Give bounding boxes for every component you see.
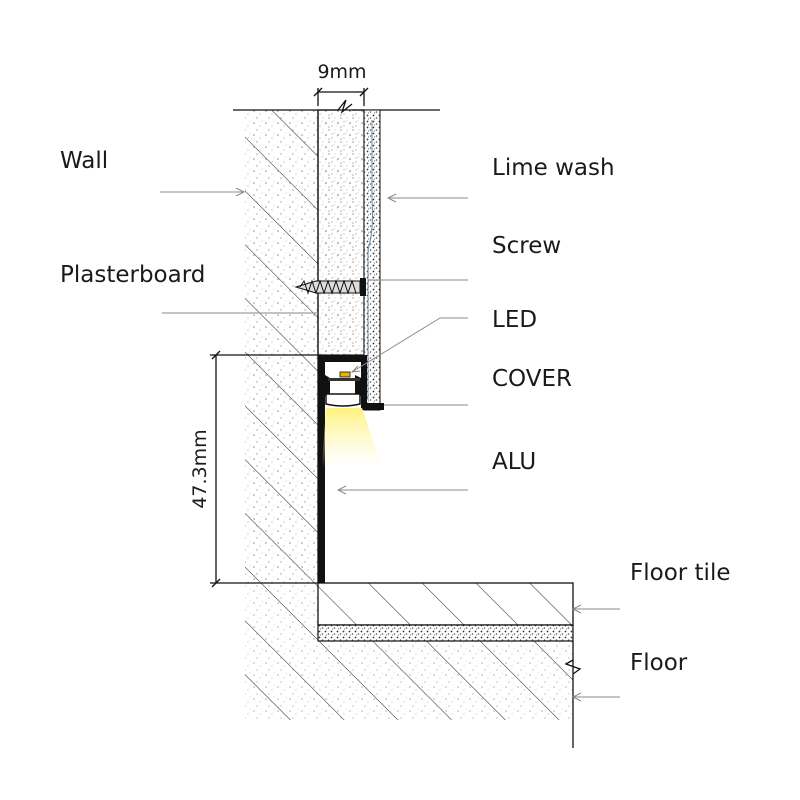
lime-wash-layer: [363, 109, 381, 411]
led: [339, 371, 351, 378]
label-lime-wash: Lime wash: [492, 155, 615, 181]
height-dimension: [210, 350, 318, 588]
label-wall: Wall: [60, 148, 108, 174]
label-plasterboard: Plasterboard: [60, 262, 205, 288]
width-dim-label: 9mm: [317, 61, 366, 83]
light-beam: [322, 408, 382, 468]
label-screw: Screw: [492, 233, 561, 259]
wall-section: [245, 110, 319, 583]
leaders: [160, 187, 620, 702]
floor-section: [245, 583, 582, 748]
label-floor-tile: Floor tile: [630, 560, 730, 586]
floor-tile: [317, 582, 574, 642]
width-dimension: [313, 87, 369, 106]
screw: [294, 278, 366, 296]
plasterboard: [317, 109, 367, 359]
label-cover: COVER: [492, 366, 572, 392]
height-dim-label: 47.3mm: [189, 429, 211, 508]
alu-profile: [318, 355, 384, 583]
cover: [325, 393, 361, 407]
label-alu: ALU: [492, 449, 536, 475]
label-floor: Floor: [630, 650, 688, 676]
label-led: LED: [492, 307, 537, 333]
